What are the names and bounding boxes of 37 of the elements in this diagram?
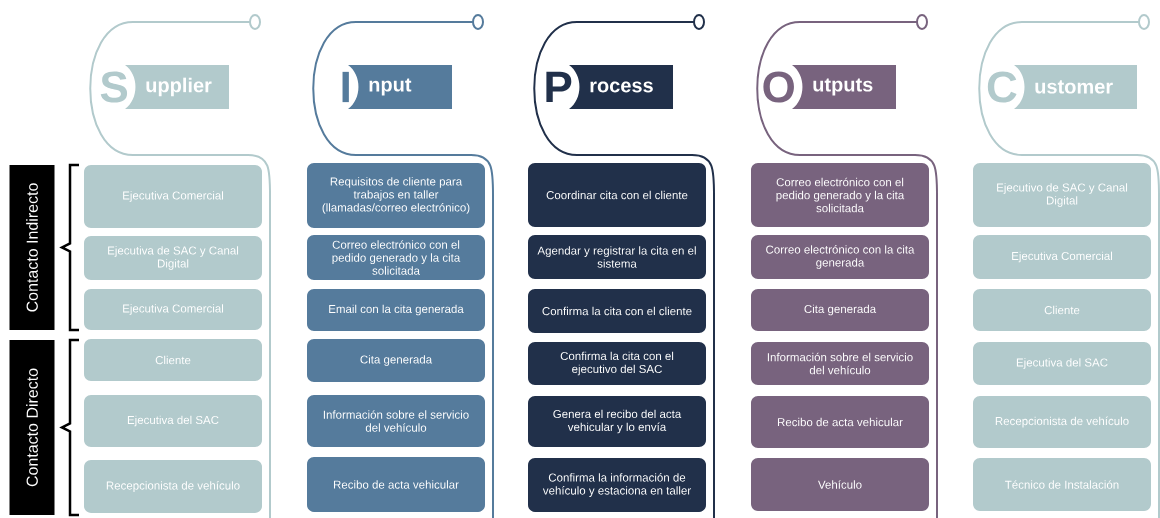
side-label-bar: Contacto Indirecto	[9, 165, 55, 330]
step-box: Agendar y registrar la cita en el sistema	[528, 235, 706, 279]
step-box: Ejecutiva Comercial	[84, 165, 262, 228]
step-box: Coordinar cita con el cliente	[528, 163, 706, 227]
step-box: Email con la cita generada	[307, 289, 485, 331]
step-box: Recibo de acta vehicular	[307, 457, 485, 512]
step-box: Recibo de acta vehicular	[751, 396, 929, 448]
header-letter: O	[763, 71, 794, 103]
step-box: Cita generada	[307, 339, 485, 382]
header-letter: S	[100, 71, 128, 103]
step-box: Ejecutiva del SAC	[84, 395, 262, 447]
step-box: Cliente	[84, 339, 262, 381]
step-box: Confirma la información de vehículo y estaciona en taller	[528, 458, 706, 512]
step-box: Ejecutiva del SAC	[973, 342, 1151, 385]
step-box: Confirma la cita con el cliente	[528, 289, 706, 333]
step-box: Información sobre el servicio del vehículo	[307, 395, 485, 447]
step-box: Información sobre el servicio del vehículo	[751, 342, 929, 385]
step-box: Requisitos de cliente para trabajos en taller (llamadas/correo electrónico)	[307, 163, 485, 228]
header-band: nput	[348, 65, 452, 109]
step-box: Ejecutiva Comercial	[973, 235, 1151, 279]
step-box: Correo electrónico con la cita generada	[751, 235, 929, 279]
step-box: Ejecutivo de SAC y Canal Digital	[973, 163, 1151, 227]
step-box: Correo electrónico con el pedido generado y la cita solicitada	[307, 235, 485, 280]
step-box: Genera el recibo del acta vehicular y lo envía	[528, 396, 706, 447]
step-box: Confirma la cita con el ejecutivo del SAC	[528, 342, 706, 385]
header-letter: C	[987, 71, 1017, 103]
step-box: Recepcionista de vehículo	[84, 460, 262, 513]
step-box: Cliente	[973, 289, 1151, 331]
header-letter: I	[342, 71, 349, 103]
step-box: Técnico de Instalación	[973, 458, 1151, 511]
step-box: Correo electrónico con el pedido generado y la cita solicitada	[751, 163, 929, 227]
step-box: Ejecutiva de SAC y Canal Digital	[84, 236, 262, 280]
step-box: Ejecutiva Comercial	[84, 289, 262, 330]
side-label-bar: Contacto Directo	[9, 340, 55, 515]
step-box: Vehículo	[751, 458, 929, 511]
step-box: Cita generada	[751, 289, 929, 331]
step-box: Recepcionista de vehículo	[973, 396, 1151, 448]
